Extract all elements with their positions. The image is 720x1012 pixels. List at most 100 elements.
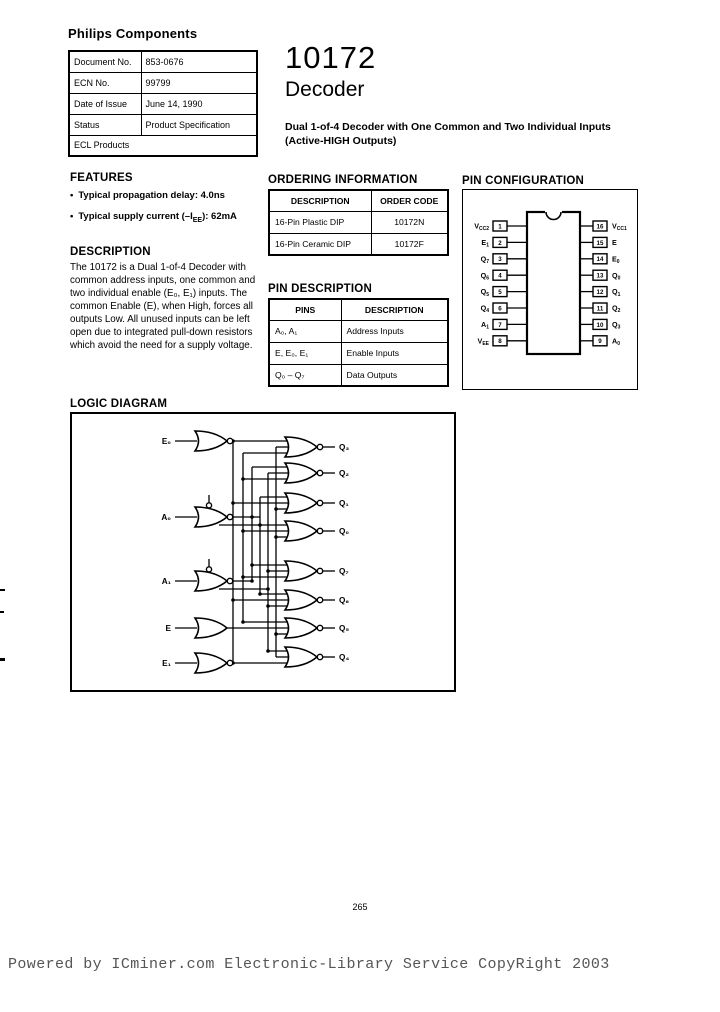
watermark-footer: Powered by ICminer.com Electronic-Librar…	[8, 956, 610, 973]
or-gate-icon	[193, 652, 229, 674]
part-subtitle: Dual 1-of-4 Decoder with One Common and …	[285, 121, 611, 147]
logic-output-label: Q₀	[339, 527, 349, 536]
pin-number: 13	[597, 273, 604, 280]
logic-output-label: Q₂	[339, 469, 349, 478]
nor-gate-icon	[283, 462, 319, 484]
scan-artifact	[0, 611, 4, 613]
invert-bubble-icon	[226, 513, 234, 521]
junction-dot	[266, 604, 270, 608]
doc-value: June 14, 1990	[140, 92, 258, 115]
feature-item: Typical supply current (–IEE): 62mA	[70, 211, 237, 224]
doc-label: ECN No.	[68, 71, 142, 94]
description-heading: DESCRIPTION	[70, 246, 151, 258]
logic-output-label: Q₇	[339, 567, 349, 576]
junction-dot	[274, 535, 278, 539]
junction-dot	[258, 592, 262, 596]
pin-configuration-heading: PIN CONFIGURATION	[462, 175, 585, 187]
pin-label: VEE	[478, 336, 490, 347]
nor-gate-icon	[283, 589, 319, 611]
page-number: 265	[352, 902, 368, 912]
logic-output-label: Q₅	[339, 624, 349, 633]
junction-dot	[250, 579, 254, 583]
pin-box	[592, 236, 608, 249]
nor-gate-icon	[283, 492, 319, 514]
pin-label: VCC2	[474, 222, 489, 233]
logic-input-label: E₀	[162, 437, 171, 446]
pin-label: Q1	[612, 287, 621, 298]
pin-label: E0	[612, 254, 620, 265]
invert-bubble-icon	[316, 624, 324, 632]
nor-gate-icon	[283, 646, 319, 668]
cell: 10172F	[370, 232, 449, 256]
pin-number: 16	[597, 223, 604, 230]
pin-box	[592, 302, 608, 314]
junction-dot	[266, 649, 270, 653]
pin-box	[592, 285, 608, 298]
junction-dot	[266, 569, 270, 573]
pin-number: 2	[498, 240, 502, 247]
pin-number: 7	[498, 322, 502, 329]
invert-bubble-icon	[205, 502, 213, 509]
logic-input-label: E	[166, 624, 172, 633]
invert-bubble-icon	[226, 577, 234, 585]
pin-number: 8	[498, 338, 502, 345]
pin-label: Q0	[612, 271, 621, 282]
col-header: PINS	[268, 298, 342, 321]
notch-icon	[545, 211, 562, 221]
pin-box	[492, 253, 508, 265]
pin-label: E1	[481, 238, 489, 249]
pin-label: Q7	[481, 254, 490, 265]
col-header: DESCRIPTION	[340, 298, 449, 321]
logic-output-label: Q₃	[339, 443, 349, 452]
pin-box	[592, 335, 608, 347]
cell: Enable Inputs	[340, 341, 449, 365]
cell: 10172N	[370, 210, 449, 234]
pin-box	[492, 236, 508, 249]
junction-dot	[241, 477, 245, 481]
invert-bubble-icon	[205, 566, 213, 573]
feature-item: Typical propagation delay: 4.0ns	[70, 190, 225, 201]
junction-dot	[274, 632, 278, 636]
pin-label: VCC1	[612, 222, 627, 233]
nor-gate-icon	[283, 617, 319, 639]
or-gate-icon	[193, 617, 229, 639]
junction-dot	[258, 523, 262, 527]
dip-body	[525, 210, 582, 356]
junction-dot	[241, 529, 245, 533]
nor-gate-icon	[283, 436, 319, 458]
pin-label: Q6	[481, 271, 490, 282]
invert-bubble-icon	[316, 499, 324, 507]
cell: E, E₀, E₁	[268, 341, 342, 365]
logic-input-label: A₀	[161, 513, 171, 522]
pin-box	[592, 253, 608, 265]
doc-value: 853-0676	[140, 50, 258, 73]
invert-bubble-icon	[316, 596, 324, 604]
pin-number: 4	[498, 273, 502, 280]
cell: Q₀ – Q₇	[268, 363, 342, 387]
pin-number: 5	[498, 289, 502, 296]
invert-bubble-icon	[316, 443, 324, 451]
pin-box	[492, 302, 508, 314]
junction-dot	[241, 620, 245, 624]
nor-gate-icon	[283, 520, 319, 542]
cell: 16-Pin Plastic DIP	[268, 210, 372, 234]
feature-sub: EE	[192, 216, 203, 224]
doc-category: ECL Products	[68, 134, 258, 157]
logic-output-label: Q₁	[339, 499, 349, 508]
pin-label: A0	[612, 336, 620, 347]
document-info-table: Document No.853-0676 ECN No.99799 Date o…	[68, 50, 258, 157]
pin-box	[492, 285, 508, 298]
invert-bubble-icon	[316, 567, 324, 575]
junction-dot	[231, 501, 235, 505]
col-header: DESCRIPTION	[268, 189, 372, 212]
